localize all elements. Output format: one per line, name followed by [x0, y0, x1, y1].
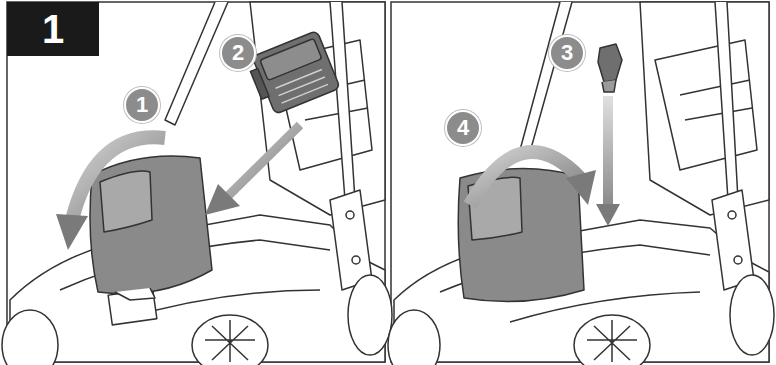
step-number: 1 — [7, 2, 99, 56]
callout-number: 2 — [220, 35, 256, 71]
callout-number: 1 — [124, 87, 160, 123]
callout-number: 4 — [445, 110, 481, 146]
callout-number: 3 — [549, 35, 585, 71]
